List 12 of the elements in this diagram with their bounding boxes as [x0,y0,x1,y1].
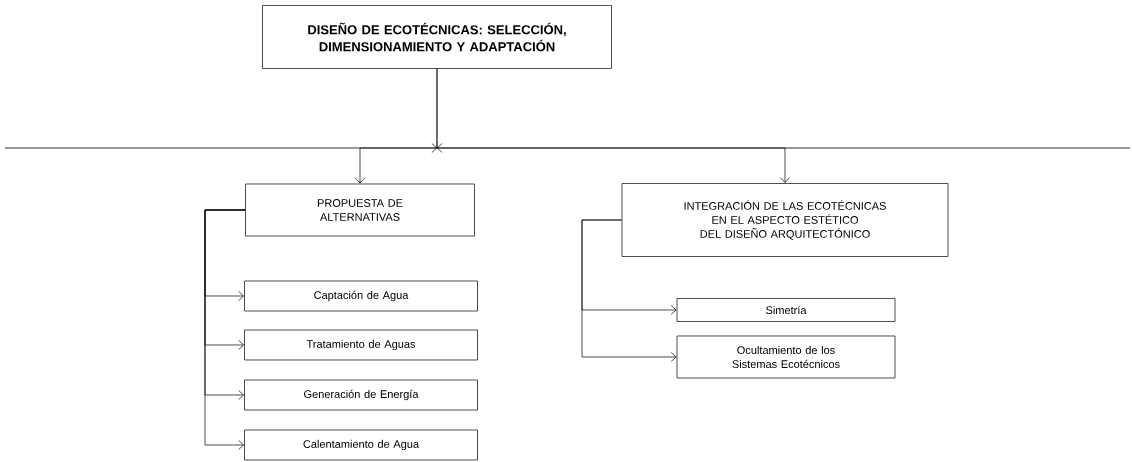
process-box: INTEGRACIÓN DE LAS ECOTÉCNICAS EN EL ASPECTO ESTÉTICO DEL DISEÑO ARQUITECTÓNICO [621,183,949,257]
process-box: Tratamiento de Aguas [244,329,478,361]
process-box: Generación de Energía [244,379,478,411]
process-box: PROPUESTA DE ALTERNATIVAS [245,183,475,237]
arrow [431,68,790,183]
title-box: DISEÑO DE ECOTÉCNICAS: SELECCIÓN, DIMENSIONAMIENTO Y ADAPTACIÓN [262,5,612,69]
arrow [204,209,246,450]
arrow [581,219,677,362]
process-box: Calentamiento de Agua [244,429,478,461]
process-box: Captación de Agua [244,280,478,312]
process-box: Simetría [676,298,896,322]
process-box: Ocultamiento de los Sistemas Ecotécnicos [676,335,896,379]
